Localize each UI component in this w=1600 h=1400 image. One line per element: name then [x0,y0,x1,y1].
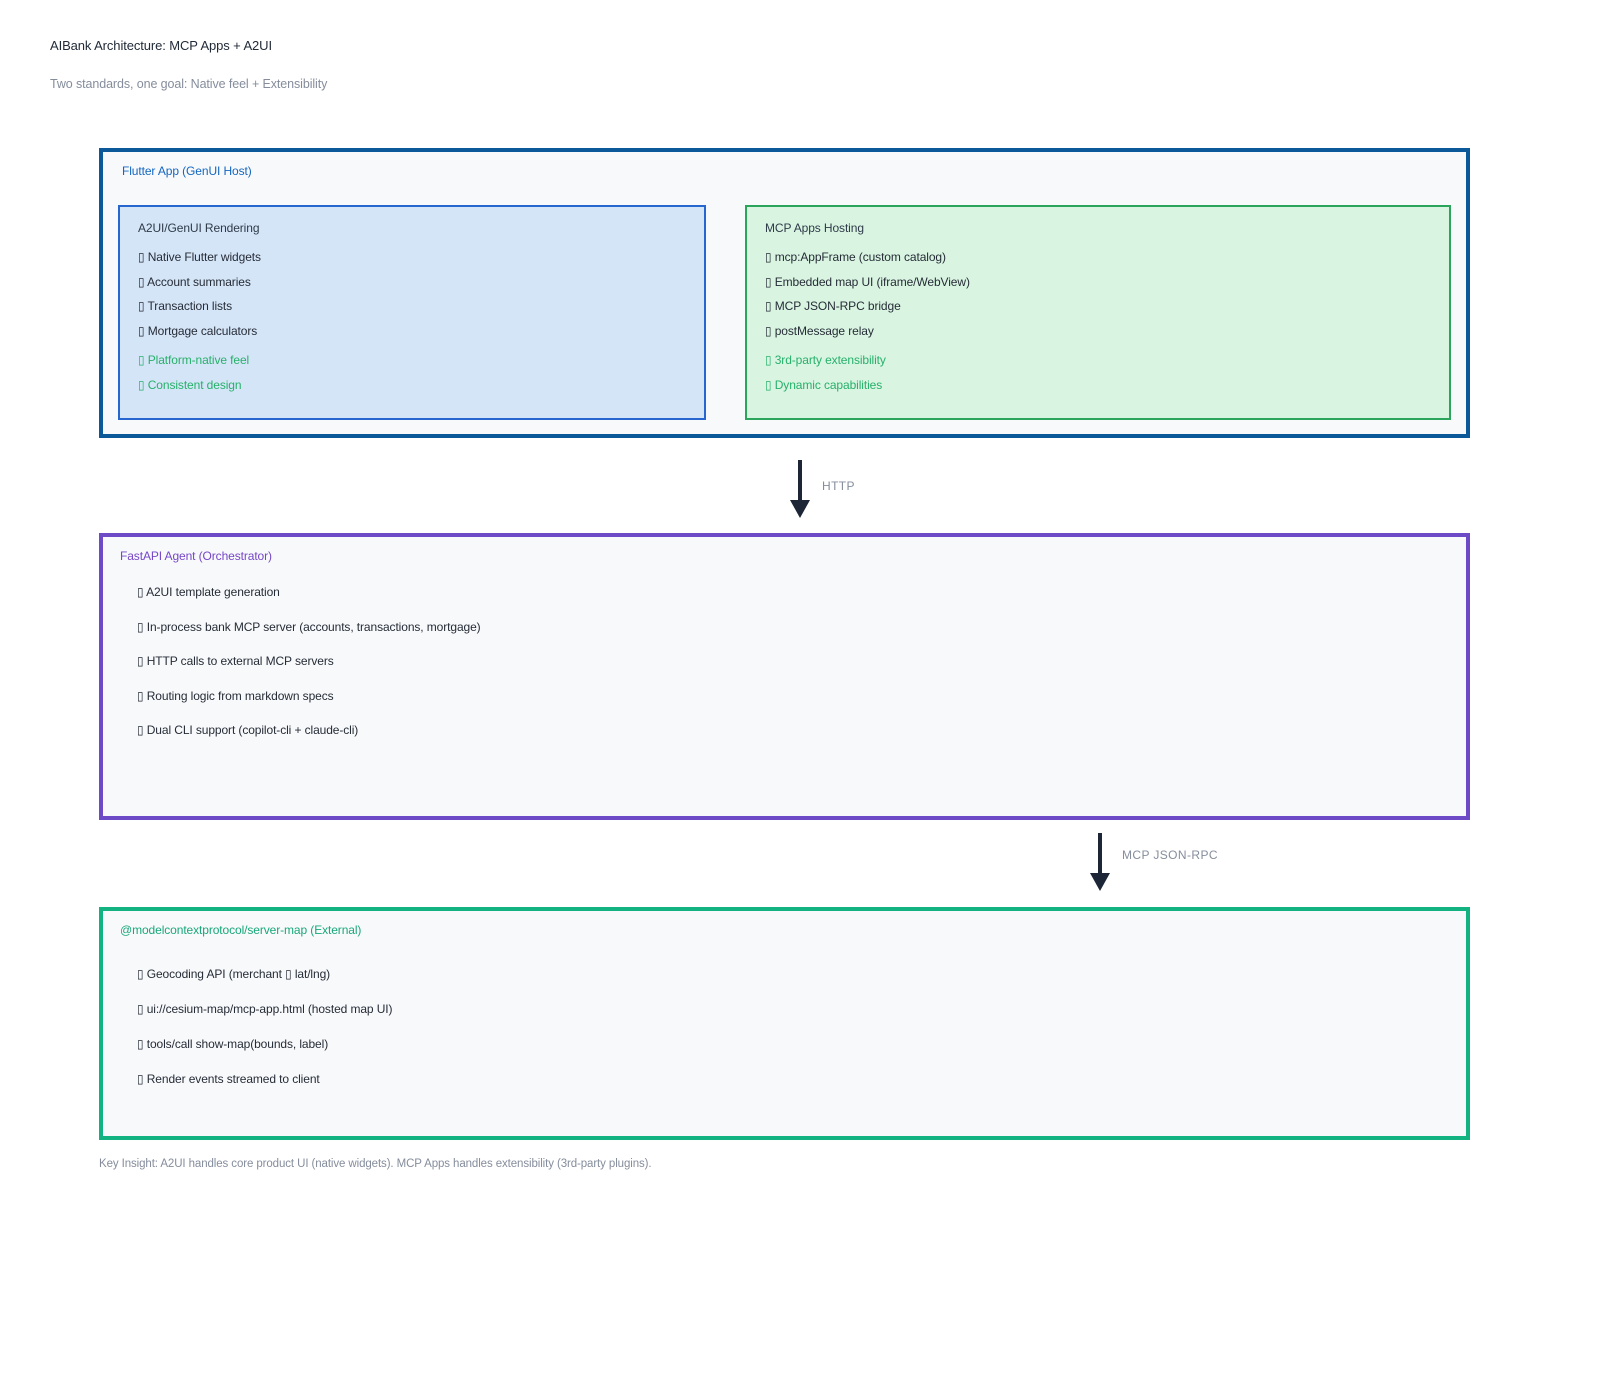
fastapi-item-list: ▯ A2UI template generation ▯ In-process b… [137,575,1451,748]
flutter-app-box-label: Flutter App (GenUI Host) [122,164,252,178]
list-item: ▯ HTTP calls to external MCP servers [137,654,334,668]
list-item: ▯ Routing logic from markdown specs [137,688,334,703]
list-item: ▯ Transaction lists [138,299,233,314]
list-item: ▯ A2UI template generation [137,585,280,599]
server-map-box-label: @modelcontextprotocol/server-map (Extern… [120,923,362,937]
list-item: ▯ Mortgage calculators [138,324,258,339]
mcp-jsonrpc-arrow-label: MCP JSON-RPC [1122,848,1218,862]
http-arrow-icon [790,460,810,518]
a2ui-item-list: ▯ Native Flutter widgets ▯ Account summar… [138,245,686,397]
list-item: ▯ mcp:AppFrame (custom catalog) [765,250,946,264]
server-map-box: @modelcontextprotocol/server-map (Extern… [99,907,1470,1140]
list-item: ▯ tools/call show-map(bounds, label) [137,1037,329,1051]
mcp-jsonrpc-arrow-icon [1090,833,1110,891]
page-title: AIBank Architecture: MCP Apps + A2UI [50,38,272,53]
mcp-apps-hosting-box: MCP Apps Hosting ▯ mcp:AppFrame (custom … [745,205,1451,420]
mcp-hosting-item-list: ▯ mcp:AppFrame (custom catalog) ▯ Embedde… [765,245,1431,397]
a2ui-rendering-title: A2UI/GenUI Rendering [138,221,260,235]
key-insight-note: Key Insight: A2UI handles core product U… [99,1158,652,1170]
list-item: ▯ Render events streamed to client [137,1072,320,1086]
list-item: ▯ Native Flutter widgets [138,250,261,264]
list-item: ▯ MCP JSON-RPC bridge [765,299,901,314]
list-item: ▯ Account summaries [138,274,251,289]
list-item: ▯ In-process bank MCP server (accounts, … [137,619,481,634]
list-item: ▯ Platform-native feel [138,352,250,367]
list-item: ▯ Dual CLI support (copilot-cli + claude… [137,723,359,737]
server-map-item-list: ▯ Geocoding API (merchant ▯ lat/lng) ▯ ui… [137,957,1451,1097]
fastapi-agent-box: FastAPI Agent (Orchestrator) ▯ A2UI temp… [99,533,1470,820]
list-item: ▯ Embedded map UI (iframe/WebView) [765,274,970,289]
flutter-subbox-row: A2UI/GenUI Rendering ▯ Native Flutter wi… [118,205,1451,420]
list-item: ▯ ui://cesium-map/mcp-app.html (hosted m… [137,1002,393,1016]
list-item: ▯ postMessage relay [765,324,874,339]
http-arrow-label: HTTP [822,479,855,493]
mcp-apps-hosting-title: MCP Apps Hosting [765,221,864,235]
list-item: ▯ Dynamic capabilities [765,377,883,392]
list-item: ▯ Geocoding API (merchant ▯ lat/lng) [137,967,331,981]
a2ui-rendering-box: A2UI/GenUI Rendering ▯ Native Flutter wi… [118,205,706,420]
page-subtitle: Two standards, one goal: Native feel + E… [50,77,328,91]
fastapi-agent-box-label: FastAPI Agent (Orchestrator) [120,549,272,563]
list-item: ▯ Consistent design [138,377,242,392]
list-item: ▯ 3rd-party extensibility [765,352,886,367]
flutter-app-box: Flutter App (GenUI Host) A2UI/GenUI Rend… [99,148,1470,438]
